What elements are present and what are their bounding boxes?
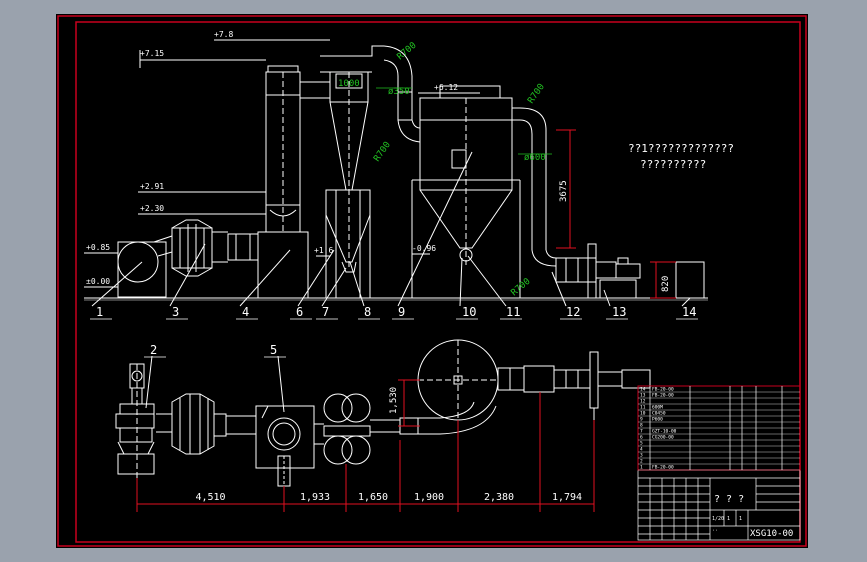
part-number: 6	[296, 305, 303, 319]
inner-frame	[75, 21, 801, 543]
sheet-cell: 1	[739, 516, 742, 522]
plan-dim-labels: 4,510 1,933 1,650 1,900 2,380 1,794	[195, 492, 582, 503]
parts-row-code: CG200-00	[652, 435, 674, 441]
parts-row-code: C0450	[652, 411, 666, 417]
parts-row-code: FB-20-00	[652, 393, 674, 399]
elevation-label: +7.15	[140, 49, 164, 58]
outer-frame	[57, 15, 807, 547]
elevation-label: -0.96	[412, 244, 436, 253]
part-number: 9	[398, 305, 405, 319]
diameter-label: ø350	[388, 87, 410, 97]
plan-dimension: 1,933	[300, 492, 330, 503]
note-line: ??1?????????????	[628, 142, 734, 155]
elevation-label: +0.85	[86, 243, 110, 252]
parts-row-no: 1	[640, 465, 643, 471]
height-label: 820	[661, 276, 671, 292]
part-number: 14	[682, 305, 696, 319]
parts-row-no: 8	[640, 423, 643, 429]
elevation-labels: +7.15 +7.8 +6.12 +2.91 +2.30 +0.85 ±0.00…	[86, 30, 458, 286]
parts-row-no: 6	[640, 435, 643, 441]
parts-row-code: GZT-10-00	[652, 429, 677, 435]
part-number: 3	[172, 305, 179, 319]
scale-cell: 1/20	[712, 516, 724, 522]
parts-row-code: FB-20-00	[652, 465, 674, 471]
qty-cell: 1	[727, 516, 730, 522]
elevation-label: +2.91	[140, 182, 164, 191]
parts-row-code: P600	[652, 417, 663, 423]
part-number: 10	[462, 305, 476, 319]
parts-row-no: 14	[640, 387, 646, 393]
height-label: 3675	[559, 180, 569, 202]
drawing-sheet	[56, 14, 808, 548]
elevation-view	[84, 39, 708, 307]
misc-cell: ··	[712, 528, 718, 534]
parts-row-no: 10	[640, 411, 646, 417]
plan-dims	[136, 379, 595, 512]
part-number: 8	[364, 305, 371, 319]
elevation-label: ±0.00	[86, 277, 110, 286]
drawing-number: XSG10-00	[750, 529, 793, 539]
diameter-label: ø600	[524, 153, 546, 163]
part-number: 7	[322, 305, 329, 319]
parts-row-no: 13	[640, 393, 646, 399]
parts-row-no: 3	[640, 453, 643, 459]
parts-row-no: 5	[640, 441, 643, 447]
note-line: ??????????	[640, 158, 706, 171]
elevation-label: +1.6	[314, 246, 333, 255]
part-number: 13	[612, 305, 626, 319]
part-number: 1	[96, 305, 103, 319]
diameter-label: 1000	[338, 79, 360, 89]
part-number: 4	[242, 305, 249, 319]
radius-leaders	[376, 87, 552, 155]
parts-row-no: 12	[640, 399, 646, 405]
plan-dimension: 4,510	[195, 492, 225, 503]
note-text: ??1????????????? ??????????	[628, 142, 734, 171]
elevation-label: +6.12	[434, 83, 458, 92]
plan-dimension: 2,380	[484, 492, 514, 503]
parts-row-no: 2	[640, 459, 643, 465]
title-block-text: ? ? ? XSG10-00 1/20 1 1 ··	[712, 494, 793, 539]
parts-row-no: 11	[640, 405, 646, 411]
elevation-label: +7.8	[214, 30, 233, 39]
parts-row-no: 4	[640, 447, 643, 453]
parts-row-no: 7	[640, 429, 643, 435]
part-number: 2	[150, 343, 157, 357]
parts-row-code: 600M	[652, 405, 663, 411]
part-number: 12	[566, 305, 580, 319]
height-label: 1,530	[389, 387, 399, 414]
plan-dimension: 1,650	[358, 492, 388, 503]
elevation-label: +2.30	[140, 204, 164, 213]
plan-dimension: 1,900	[414, 492, 444, 503]
vertical-dims	[556, 129, 676, 299]
part-number: 11	[506, 305, 520, 319]
parts-row-code: FB-20-00	[652, 387, 674, 393]
plan-dimension: 1,794	[552, 492, 582, 503]
parts-row-no: 9	[640, 417, 643, 423]
drawing-title: ? ? ?	[714, 494, 744, 505]
part-number: 5	[270, 343, 277, 357]
